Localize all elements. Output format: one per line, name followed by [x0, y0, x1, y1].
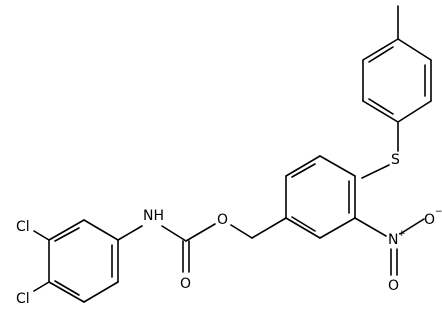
bond [83, 281, 119, 303]
bond [285, 155, 321, 177]
bond [285, 217, 321, 239]
chlorine-4-label: Cl [16, 291, 30, 307]
bond [354, 217, 387, 237]
carbamate-nh-label: NH [143, 208, 164, 224]
nitro-nitrogen-charge: + [398, 229, 406, 239]
double-bond [368, 98, 394, 115]
carbonyl-oxygen-label: O [180, 276, 191, 292]
nitrobenzyl-ring [285, 155, 356, 239]
chlorine-3-label: Cl [16, 219, 30, 235]
bond [83, 219, 119, 241]
bond [251, 217, 287, 239]
bond [319, 217, 356, 239]
nitro-nitrogen-label: N [388, 232, 398, 248]
bond [362, 100, 399, 123]
bond [230, 224, 253, 239]
double-bond [368, 46, 394, 63]
double-bond [291, 163, 316, 178]
double-bond [291, 216, 316, 232]
nitro-oxygen-charge: − [435, 207, 442, 217]
bond [185, 223, 216, 242]
ester-oxygen-label: O [217, 212, 228, 228]
bond [397, 100, 432, 123]
dichlorophenyl-ring [48, 219, 119, 303]
bond [397, 38, 432, 61]
bond [361, 164, 390, 179]
bond [161, 225, 187, 242]
double-bond [54, 280, 80, 296]
bond [399, 218, 425, 235]
bond [48, 219, 85, 241]
bond [117, 225, 143, 241]
double-bond [54, 227, 80, 242]
nitro-oxygen-right-label: O [424, 212, 435, 228]
bond [362, 38, 399, 61]
sulfur-label: S [391, 152, 400, 168]
bond [48, 281, 85, 303]
bond [33, 281, 50, 292]
bond [33, 230, 50, 241]
nitro-oxygen-bottom-label: O [388, 278, 399, 294]
bond [319, 155, 356, 177]
tolyl-ring [362, 5, 432, 123]
